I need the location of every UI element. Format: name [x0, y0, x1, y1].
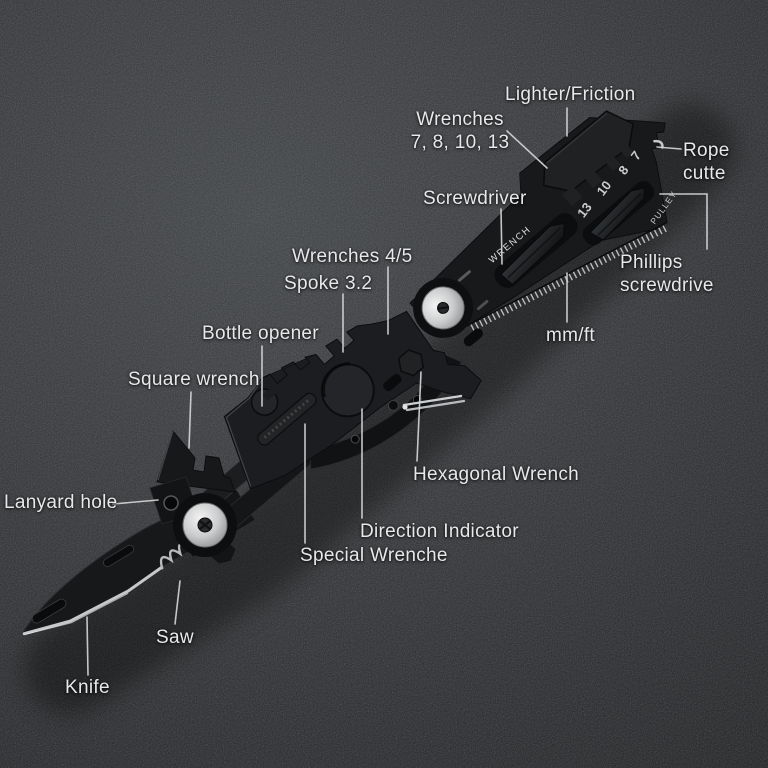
upper-arm [409, 117, 668, 335]
direction-indicator-base [402, 404, 408, 410]
lanyard-hole [163, 495, 179, 511]
engraving-mark-2 [476, 300, 489, 311]
window-inner-highlight [546, 112, 608, 164]
leader-knife [86, 616, 89, 676]
tool-shadow [24, 104, 736, 714]
hexagonal-wrench-hole [397, 349, 425, 377]
flat-bit-facet [507, 227, 561, 279]
square-wrench-spike [156, 429, 236, 493]
leader-rope-cutter [656, 146, 682, 150]
leader-screwdriver [500, 208, 503, 265]
direction-indicator-needle-2 [405, 399, 466, 412]
indicator-pivot-hole [387, 399, 399, 411]
leader-square-wrench [188, 391, 192, 449]
plate-nub [383, 373, 402, 392]
rope-cutter-blade [653, 139, 664, 149]
leader-lanyard-hole [112, 499, 159, 505]
pivot1-screw-cross-2 [199, 520, 211, 530]
spike-highlight [157, 430, 174, 481]
folded-tool-curve [309, 354, 462, 470]
plate-edge-highlight [225, 378, 264, 487]
engraving-mark-1 [458, 270, 471, 282]
pivot2-screw-slot [437, 305, 450, 310]
plate-slot [257, 392, 317, 446]
phillips-bit [589, 187, 645, 241]
special-wrench-hole-shadow [321, 362, 350, 398]
wrench-notch-10 [584, 169, 603, 189]
leader-hexagonal-wrench [416, 371, 422, 462]
blade-slot-2 [103, 544, 135, 568]
phillips-bit-facet [597, 192, 642, 236]
direction-indicator-needle-1 [402, 394, 463, 407]
bottle-opener-tab [262, 385, 279, 401]
tool-body-group: 13 10 8 7 WRENCH PULLEY [185, 110, 679, 544]
frame-screw-1 [350, 434, 360, 444]
arm-edge-highlight [409, 115, 589, 301]
leader-phillips [659, 193, 708, 250]
wrench-notch-13 [562, 185, 583, 207]
leader-lines [86, 107, 708, 676]
knife-cutting-edge [22, 565, 164, 636]
wrench-notch-7 [619, 143, 634, 159]
arm-nub [463, 328, 483, 347]
knife-edge-highlight [24, 592, 129, 636]
blade-slot-1 [31, 598, 67, 624]
wrench-notch-8 [604, 154, 621, 172]
leader-wrenches-sizes [506, 130, 548, 169]
leader-saw [174, 580, 181, 625]
ruler-ticks [470, 224, 669, 332]
spoke-wrench-notches [261, 353, 317, 384]
